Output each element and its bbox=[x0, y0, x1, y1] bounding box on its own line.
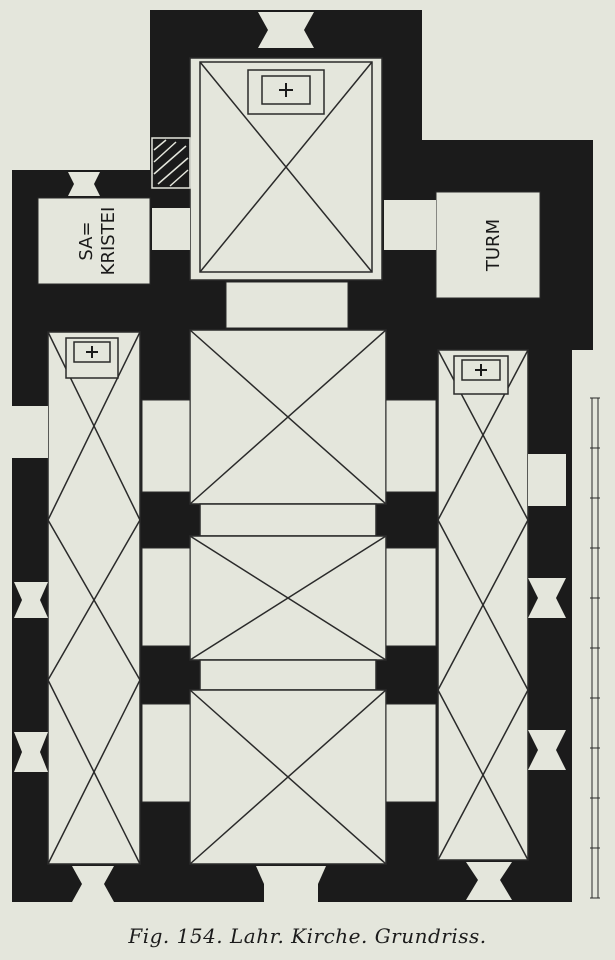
choir-arch bbox=[225, 281, 349, 329]
arcade-openings bbox=[141, 399, 437, 803]
wall-windows bbox=[14, 578, 566, 902]
left-aisle bbox=[47, 331, 141, 865]
floor-plan: SA= KRISTEI TURM bbox=[12, 10, 600, 902]
sakristei-room bbox=[37, 197, 151, 285]
left-altar-cross bbox=[86, 346, 98, 358]
right-altar-cross bbox=[475, 364, 487, 376]
turm-label: TURM bbox=[483, 219, 504, 272]
side-doors bbox=[12, 406, 566, 506]
turm-door bbox=[384, 200, 436, 250]
sakristei-label-line2: KRISTEI bbox=[98, 207, 119, 276]
sakristei-window bbox=[68, 172, 100, 196]
choir-altar-cross bbox=[279, 83, 293, 97]
turm-room bbox=[435, 191, 541, 299]
right-aisle bbox=[437, 349, 529, 861]
figure-caption: Fig. 154. Lahr. Kirche. Grundriss. bbox=[128, 924, 487, 948]
scale-bar bbox=[590, 397, 600, 899]
sakristei-label-line1: SA= bbox=[76, 221, 97, 260]
sakristei-door bbox=[152, 208, 190, 250]
choir-window bbox=[258, 12, 314, 48]
hatched-stair bbox=[151, 137, 191, 189]
nave-bays bbox=[189, 329, 387, 865]
main-portal bbox=[256, 866, 326, 902]
